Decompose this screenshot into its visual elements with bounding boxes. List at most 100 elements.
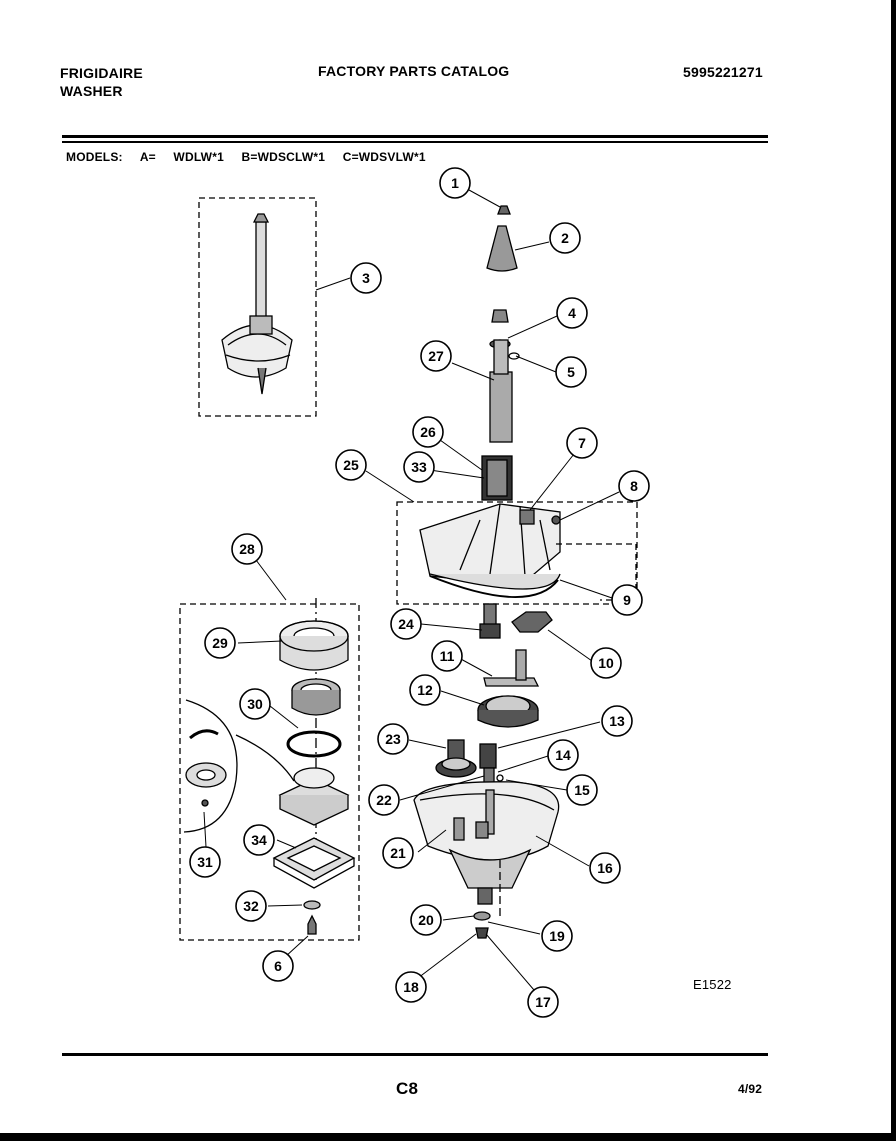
appliance-type: WASHER (60, 83, 123, 99)
figure-id: E1522 (693, 977, 732, 992)
callout-18-label: 18 (403, 979, 419, 995)
callout-19-label: 19 (549, 928, 565, 944)
callout-34-label: 34 (251, 832, 267, 848)
callout-21 (382, 837, 414, 869)
callout-13 (601, 705, 633, 737)
callout-3-label: 3 (362, 270, 370, 286)
callout-33-label: 33 (411, 459, 427, 475)
callout-29-label: 29 (212, 635, 228, 651)
callout-6-label: 6 (274, 958, 282, 974)
part-25-housing (419, 503, 561, 590)
part-11-link (483, 677, 540, 687)
callout-8 (618, 470, 650, 502)
callout-26-label: 26 (420, 424, 436, 440)
callout-29 (204, 627, 236, 659)
callout-16-label: 16 (597, 860, 613, 876)
part-30-ring (286, 730, 342, 758)
part-33-spring (481, 455, 513, 501)
part-3-dashed-box (198, 197, 317, 417)
callout-8-label: 8 (630, 478, 638, 494)
callout-1-label: 1 (451, 175, 459, 191)
callout-4-label: 4 (568, 305, 576, 321)
callout-19 (541, 920, 573, 952)
callout-17-label: 17 (535, 994, 551, 1010)
part-31-bearing (185, 729, 227, 807)
callout-2 (549, 222, 581, 254)
callout-20 (410, 904, 442, 936)
brand-block: FRIGIDAIRE WASHER (60, 64, 143, 100)
callout-28 (231, 533, 263, 565)
callout-20-label: 20 (418, 912, 434, 928)
callout-13-label: 13 (609, 713, 625, 729)
callout-27-label: 27 (428, 348, 444, 364)
page-number: C8 (396, 1079, 419, 1098)
callout-33 (403, 451, 435, 483)
callout-22-label: 22 (376, 792, 392, 808)
callout-24-label: 24 (398, 616, 414, 632)
callout-5-label: 5 (567, 364, 575, 380)
callout-10-label: 10 (598, 655, 614, 671)
callout-21-label: 21 (390, 845, 406, 861)
callout-3 (350, 262, 382, 294)
callout-32 (235, 890, 267, 922)
part-28-dashed-box (179, 603, 360, 941)
callout-15 (566, 774, 598, 806)
callout-26 (412, 416, 444, 448)
part-bearing (291, 678, 341, 716)
callout-12 (409, 674, 441, 706)
callout-32-label: 32 (243, 898, 259, 914)
models-line: MODELS: A= WDLW*1 B=WDSCLW*1 C=WDSVLW*1 (66, 150, 426, 164)
callout-23-label: 23 (385, 731, 401, 747)
callout-24 (390, 608, 422, 640)
callout-27 (420, 340, 452, 372)
callout-31 (189, 846, 221, 878)
part-20-washer (473, 911, 491, 921)
callout-1 (439, 167, 471, 199)
header-rule-thick (62, 135, 768, 138)
part-6-screw (307, 914, 317, 935)
part-15-washer (496, 774, 504, 782)
part-34-gasket (272, 837, 356, 889)
callout-11 (431, 640, 463, 672)
part-2-cap (486, 225, 518, 272)
catalog-number: 5995221271 (683, 64, 763, 80)
part-18-nut (475, 927, 489, 939)
callout-11-label: 11 (440, 648, 455, 664)
callout-34 (243, 824, 275, 856)
callout-14 (547, 739, 579, 771)
catalog-title: FACTORY PARTS CATALOG (318, 63, 510, 79)
part-32-washer (303, 900, 321, 910)
callout-31-label: 31 (197, 854, 213, 870)
part-1-screw (497, 205, 511, 215)
part-29-ring (279, 620, 349, 671)
part-27-shaft (489, 309, 520, 443)
part-13-gear (479, 743, 497, 769)
callout-9-label: 9 (623, 592, 631, 608)
part-3-shaft-assembly (221, 213, 293, 395)
callout-2-label: 2 (561, 230, 569, 246)
callout-25 (335, 449, 367, 481)
callout-30-label: 30 (247, 696, 263, 712)
callout-15-label: 15 (574, 782, 590, 798)
part-12-main-gear (477, 695, 539, 728)
footer-rule (62, 1053, 768, 1056)
callout-16 (589, 852, 621, 884)
callout-22 (368, 784, 400, 816)
brand-name: FRIGIDAIRE (60, 65, 143, 81)
part-24-pinion (479, 603, 501, 639)
part-16-gearcase (413, 781, 560, 905)
callout-6 (262, 950, 294, 982)
callout-25-label: 25 (343, 457, 359, 473)
part-seal-cup (278, 767, 350, 826)
part-25-dashed-box (396, 501, 638, 605)
part-10-cam (511, 611, 553, 633)
page-border-bottom (0, 1133, 896, 1141)
callout-23 (377, 723, 409, 755)
callout-4 (556, 297, 588, 329)
callout-30 (239, 688, 271, 720)
callout-14-label: 14 (555, 747, 571, 763)
callout-12-label: 12 (417, 682, 433, 698)
callout-7-label: 7 (578, 435, 586, 451)
page-border-right (891, 0, 896, 1141)
